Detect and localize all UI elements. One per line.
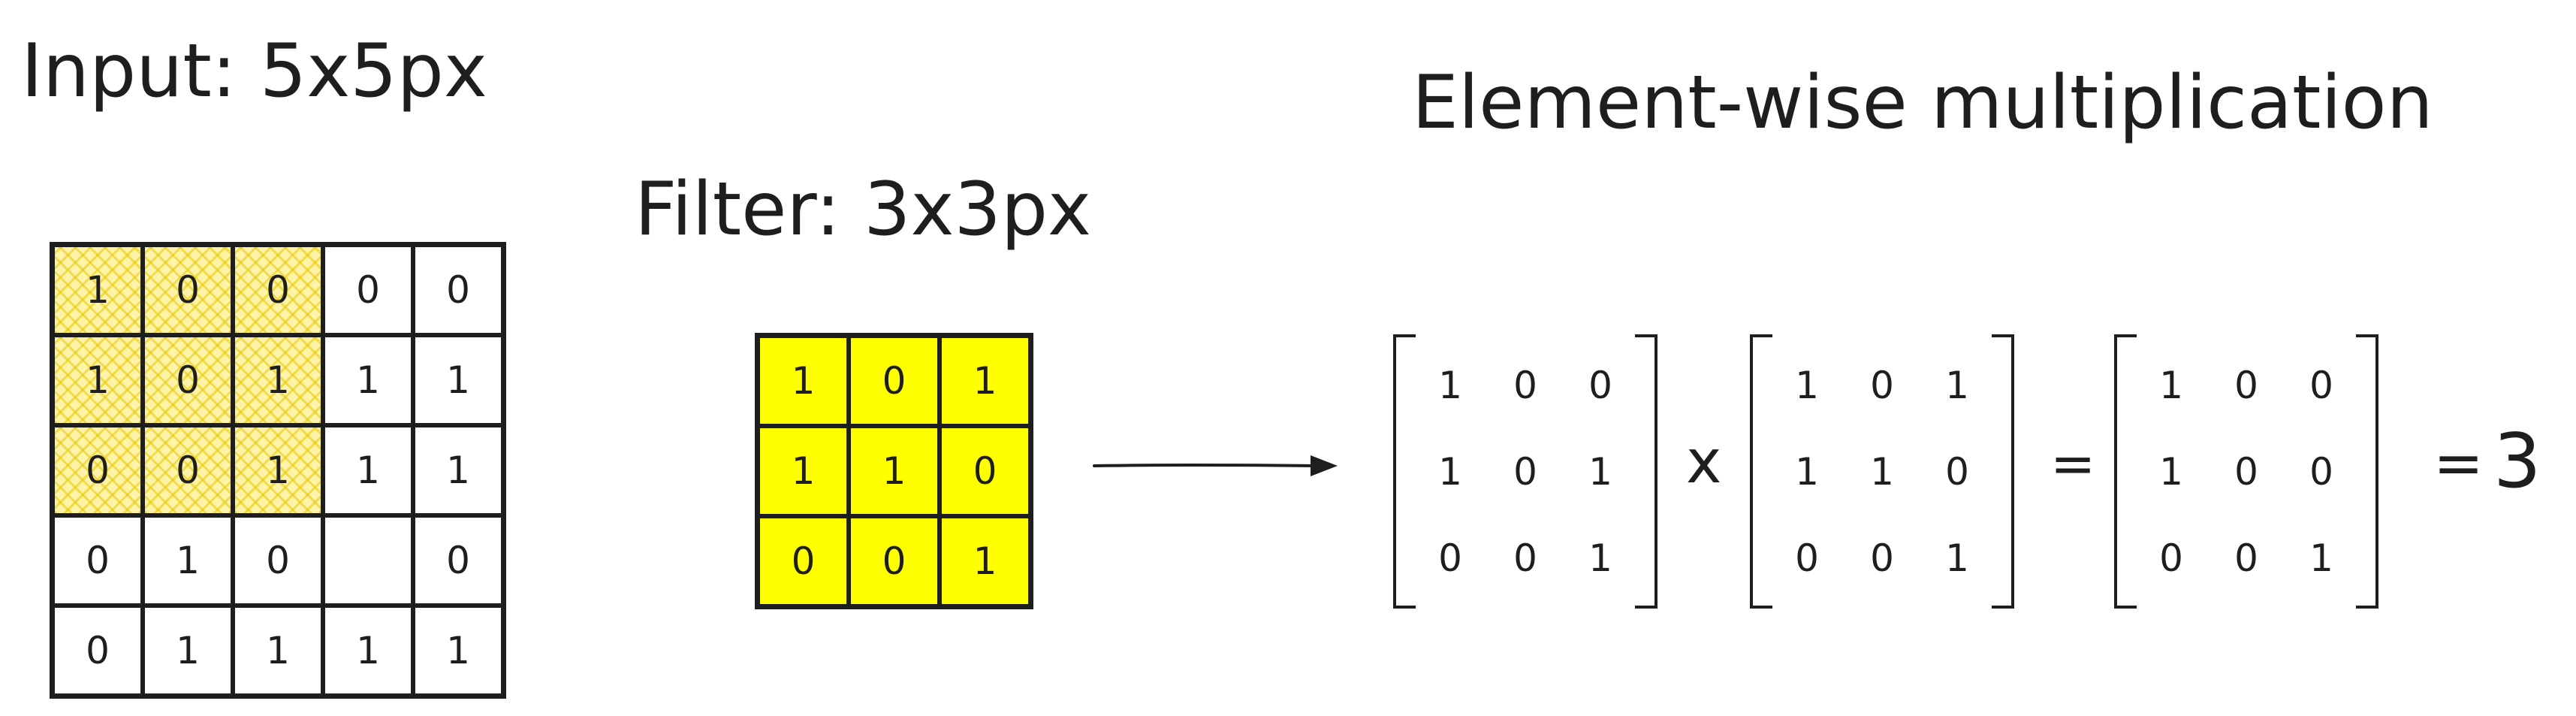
matrix-value: 0 bbox=[2309, 363, 2333, 407]
input-cell: 1 bbox=[323, 425, 413, 515]
input-cell: 0 bbox=[53, 606, 143, 696]
input-title: Input: 5x5px bbox=[21, 29, 487, 114]
right-bracket bbox=[1992, 334, 2014, 609]
input-cell: 0 bbox=[233, 245, 323, 335]
input-cell: 1 bbox=[413, 425, 503, 515]
sum-equals-operator: = bbox=[2433, 428, 2484, 498]
input-cell: 0 bbox=[323, 245, 413, 335]
filter-cell: 0 bbox=[849, 336, 940, 426]
filter-cell: 1 bbox=[940, 336, 1030, 426]
matrix-value: 1 bbox=[1588, 449, 1612, 494]
matrix-value: 0 bbox=[1870, 363, 1894, 407]
matrix-value: 0 bbox=[2234, 363, 2258, 407]
right-bracket bbox=[2356, 334, 2378, 609]
input-cell: 0 bbox=[143, 335, 233, 425]
input-cell: 1 bbox=[413, 606, 503, 696]
input-cell: 0 bbox=[143, 245, 233, 335]
filter-cell: 0 bbox=[849, 516, 940, 606]
input-cell: 1 bbox=[323, 335, 413, 425]
filter-cell: 0 bbox=[758, 516, 849, 606]
left-bracket bbox=[2114, 334, 2137, 609]
times-operator: x bbox=[1686, 427, 1722, 497]
matrix-value: 0 bbox=[1795, 536, 1819, 580]
matrix-value: 1 bbox=[1438, 449, 1462, 494]
input-cell bbox=[323, 515, 413, 606]
input-cell: 1 bbox=[233, 606, 323, 696]
matrix-filter: 1 0 1 1 1 0 0 0 1 bbox=[1750, 334, 2014, 609]
input-cell: 0 bbox=[413, 515, 503, 606]
matrix-value: 0 bbox=[2159, 536, 2183, 580]
input-cell: 1 bbox=[143, 515, 233, 606]
matrix-value: 1 bbox=[1945, 536, 1969, 580]
matrix-value: 0 bbox=[1513, 536, 1537, 580]
input-cell: 1 bbox=[143, 606, 233, 696]
matrix-value: 1 bbox=[1438, 363, 1462, 407]
matrix-value: 0 bbox=[1870, 536, 1894, 580]
input-cell: 0 bbox=[143, 425, 233, 515]
input-cell: 1 bbox=[233, 335, 323, 425]
filter-cell: 1 bbox=[849, 426, 940, 516]
equals-operator: = bbox=[2050, 432, 2096, 495]
matrix-value: 0 bbox=[2234, 449, 2258, 494]
matrix-value: 1 bbox=[1945, 363, 1969, 407]
matrix-value: 0 bbox=[1438, 536, 1462, 580]
input-cell: 0 bbox=[413, 245, 503, 335]
input-cell: 1 bbox=[233, 425, 323, 515]
filter-title: Filter: 3x3px bbox=[635, 167, 1092, 252]
multiplication-title: Element-wise multiplication bbox=[1412, 60, 2433, 146]
filter-cell: 1 bbox=[940, 516, 1030, 606]
sum-result: 3 bbox=[2493, 417, 2541, 505]
input-cell: 1 bbox=[53, 245, 143, 335]
input-cell: 0 bbox=[53, 425, 143, 515]
matrix-value: 0 bbox=[1513, 363, 1537, 407]
matrix-input-patch: 1 0 0 1 0 1 0 0 1 bbox=[1393, 334, 1658, 609]
matrix-value: 0 bbox=[1588, 363, 1612, 407]
matrix-values: 1 0 1 1 1 0 0 0 1 bbox=[1769, 342, 1995, 601]
filter-cell: 1 bbox=[758, 426, 849, 516]
matrix-value: 1 bbox=[1870, 449, 1894, 494]
matrix-product: 1 0 0 1 0 0 0 0 1 bbox=[2114, 334, 2378, 609]
input-cell: 0 bbox=[233, 515, 323, 606]
left-bracket bbox=[1750, 334, 1772, 609]
matrix-value: 1 bbox=[2309, 536, 2333, 580]
matrix-value: 0 bbox=[1513, 449, 1537, 494]
matrix-values: 1 0 0 1 0 0 0 0 1 bbox=[2134, 342, 2359, 601]
matrix-value: 1 bbox=[2159, 449, 2183, 494]
filter-cell: 1 bbox=[758, 336, 849, 426]
left-bracket bbox=[1393, 334, 1416, 609]
right-arrow-icon bbox=[1093, 455, 1338, 476]
matrix-value: 0 bbox=[2234, 536, 2258, 580]
input-cell: 1 bbox=[323, 606, 413, 696]
matrix-value: 0 bbox=[1945, 449, 1969, 494]
matrix-values: 1 0 0 1 0 1 0 0 1 bbox=[1413, 342, 1638, 601]
input-cell: 1 bbox=[53, 335, 143, 425]
matrix-value: 1 bbox=[2159, 363, 2183, 407]
filter-cell: 0 bbox=[940, 426, 1030, 516]
matrix-value: 1 bbox=[1795, 363, 1819, 407]
matrix-value: 0 bbox=[2309, 449, 2333, 494]
matrix-value: 1 bbox=[1588, 536, 1612, 580]
input-cell: 1 bbox=[413, 335, 503, 425]
right-bracket bbox=[1635, 334, 1658, 609]
matrix-value: 1 bbox=[1795, 449, 1819, 494]
input-cell: 0 bbox=[53, 515, 143, 606]
